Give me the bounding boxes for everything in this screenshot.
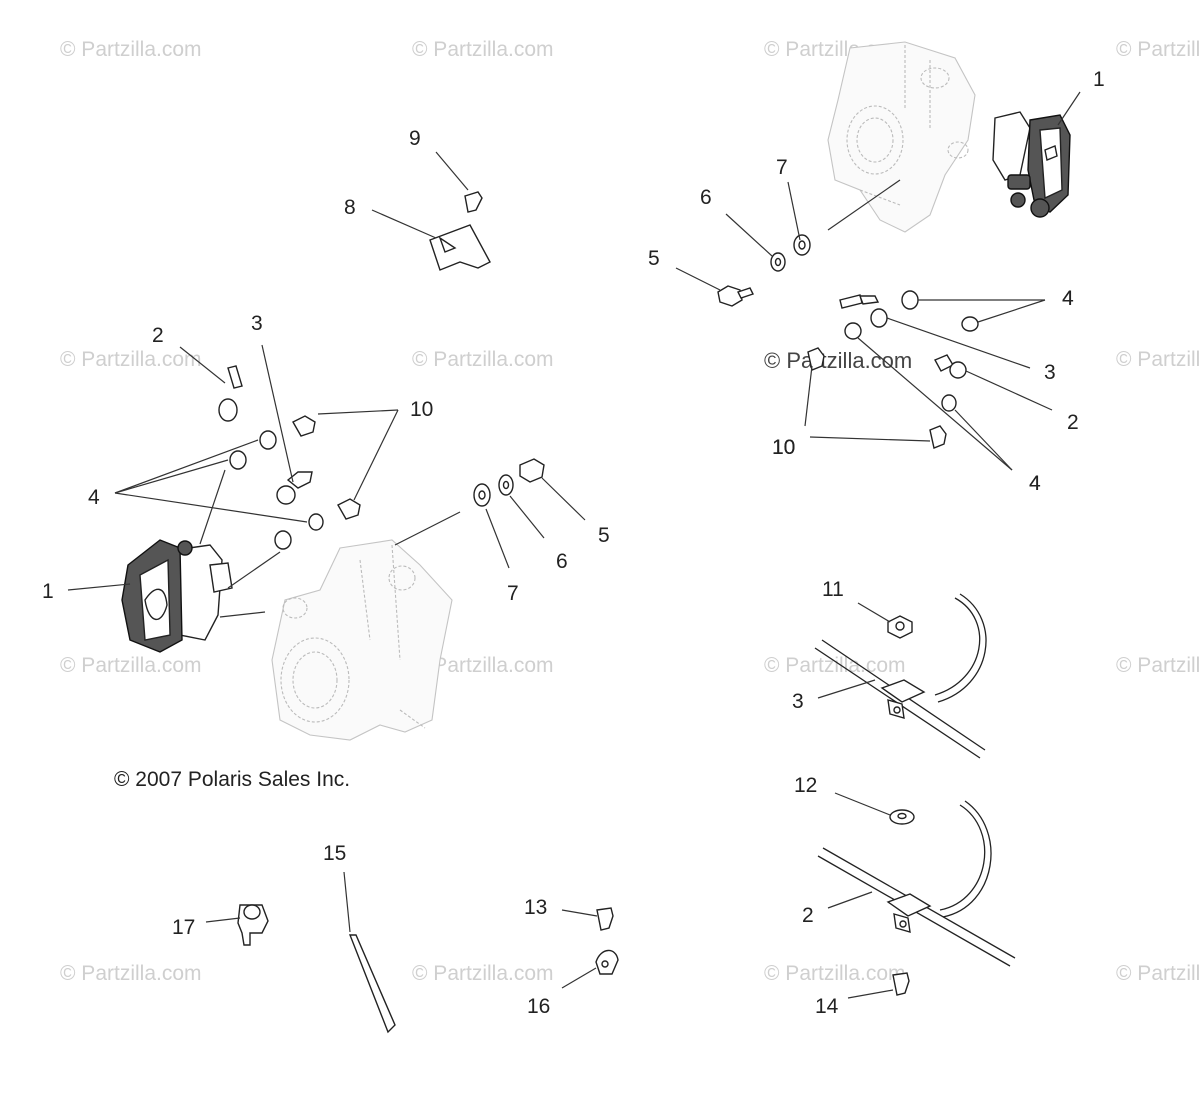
watermark: © Partzilla.com (60, 962, 202, 985)
watermark: © Partzilla.com (412, 962, 554, 985)
callout-4-upper-right-a: 4 (1062, 287, 1074, 310)
callout-2-upper-right: 2 (1067, 411, 1079, 434)
callout-6-left: 6 (556, 550, 568, 573)
callout-5-upper-right: 5 (648, 247, 660, 270)
watermark: © Partzilla.com (60, 348, 202, 371)
watermark-grid: © Partzilla.com © Partzilla.com © Partzi… (60, 38, 1200, 985)
callout-14: 14 (815, 995, 839, 1018)
callout-7-upper-right: 7 (776, 156, 788, 179)
callout-16: 16 (527, 995, 550, 1018)
lower-knuckle-ghost (271, 539, 453, 741)
watermark: © Partzilla.com (764, 654, 906, 677)
callout-7-left: 7 (507, 582, 519, 605)
watermark: © Partzilla.com (412, 38, 554, 61)
callout-6-upper-right: 6 (700, 186, 712, 209)
callout-2-left: 2 (152, 324, 164, 347)
callout-13: 13 (524, 896, 547, 919)
callout-17: 17 (172, 916, 195, 939)
callout-8: 8 (344, 196, 356, 219)
brake-line-assembly-3 (814, 593, 987, 759)
clip-8 (429, 224, 491, 271)
left-small-parts (218, 365, 545, 550)
watermark: © Partzilla.com (60, 38, 202, 61)
upper-small-parts (717, 234, 979, 449)
callout-12: 12 (794, 774, 817, 797)
nut-and-washer (887, 615, 915, 825)
callout-4-upper-right: 4 (1029, 472, 1041, 495)
callout-3-upper-right: 3 (1044, 361, 1056, 384)
callout-4-upper-right-dup: 4 (1062, 287, 1074, 310)
callout-4-upper-right-b: 4 (1029, 472, 1041, 495)
bottom-small-parts (237, 904, 910, 1034)
watermark: © Partzilla.com (764, 962, 906, 985)
brake-line-assembly-2 (817, 800, 1016, 967)
watermark: © Partzilla.com (1116, 348, 1200, 371)
watermark: © Partzilla.com (1116, 962, 1200, 985)
callout-10-left: 10 (410, 398, 433, 421)
callout-9: 9 (409, 127, 421, 150)
callout-3-left: 3 (251, 312, 263, 335)
callout-10-upper-right: 10 (772, 436, 795, 459)
watermark: © Partzilla.com (1116, 654, 1200, 677)
callout-5-left: 5 (598, 524, 610, 547)
copyright-notice: © 2007 Polaris Sales Inc. (114, 768, 350, 791)
clip-and-screw (429, 191, 491, 271)
brake-caliper-upper (992, 111, 1071, 218)
watermark: © Partzilla.com (412, 654, 554, 677)
watermark: © Partzilla.com (1116, 38, 1200, 61)
callout-4-left: 4 (88, 486, 100, 509)
leader-lines (67, 91, 1081, 999)
callout-1-upper: 1 (1093, 68, 1105, 91)
brake-caliper-lower (121, 539, 233, 653)
callout-labels: 1 2 3 4 4 4 5 6 7 8 9 10 10 1 2 3 4 4 5 … (42, 68, 1105, 1018)
watermark: © Partzilla.com (60, 654, 202, 677)
center-watermark: © Partzilla.com (764, 348, 912, 373)
callout-15: 15 (323, 842, 346, 865)
callout-1-lower: 1 (42, 580, 54, 603)
watermark: © Partzilla.com (412, 348, 554, 371)
upper-knuckle-ghost (827, 41, 976, 233)
screw-9 (464, 191, 483, 213)
callout-3-lower-right: 3 (792, 690, 804, 713)
callout-2-lower-right: 2 (802, 904, 814, 927)
callout-10-upper-right-dup: 10 (772, 436, 795, 459)
callout-11: 11 (822, 578, 844, 601)
